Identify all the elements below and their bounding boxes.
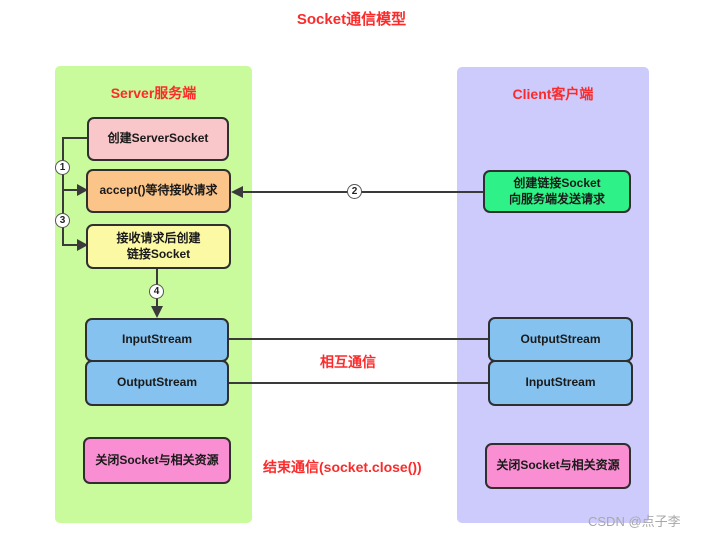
client-box-inputstream: InputStream (488, 360, 633, 406)
client-box-create-socket: 创建链接Socket 向服务端发送请求 (483, 170, 631, 213)
step-badge-2: 2 (347, 184, 362, 199)
connector-rail-to-receive (62, 244, 78, 246)
connector-create-to-rail (62, 137, 88, 139)
server-box-create-serversocket: 创建ServerSocket (87, 117, 229, 161)
arrowhead-to-accept-icon (77, 184, 88, 196)
server-box-accept: accept()等待接收请求 (86, 169, 231, 213)
connector-outputstream-inputstream (229, 382, 488, 384)
connector-rail-to-accept (62, 189, 78, 191)
server-box-receive-create-socket: 接收请求后创建 链接Socket (86, 224, 231, 269)
client-box-outputstream: OutputStream (488, 317, 633, 362)
server-box-inputstream: InputStream (85, 318, 229, 362)
server-box-outputstream: OutputStream (85, 360, 229, 406)
server-panel-title: Server服务端 (110, 85, 197, 101)
connector-rail-vertical (62, 137, 64, 246)
connector-client-to-accept (243, 191, 483, 193)
connector-inputstream-outputstream (229, 338, 488, 340)
arrowhead-to-receive-icon (77, 239, 88, 251)
end-communication-label: 结束通信(socket.close()) (263, 459, 422, 475)
arrowhead-client-to-accept-icon (231, 186, 243, 198)
arrowhead-receive-to-inputstream-icon (151, 306, 163, 318)
diagram-title: Socket通信模型 (296, 11, 407, 28)
step-badge-3: 3 (55, 213, 70, 228)
mutual-communication-label: 相互通信 (320, 354, 376, 370)
step-badge-4: 4 (149, 284, 164, 299)
server-box-close-socket: 关闭Socket与相关资源 (83, 437, 231, 484)
step-badge-1: 1 (55, 160, 70, 175)
csdn-watermark: CSDN @点子李 (588, 514, 681, 529)
client-box-close-socket: 关闭Socket与相关资源 (485, 443, 631, 489)
client-panel-title: Client客户端 (512, 86, 594, 102)
